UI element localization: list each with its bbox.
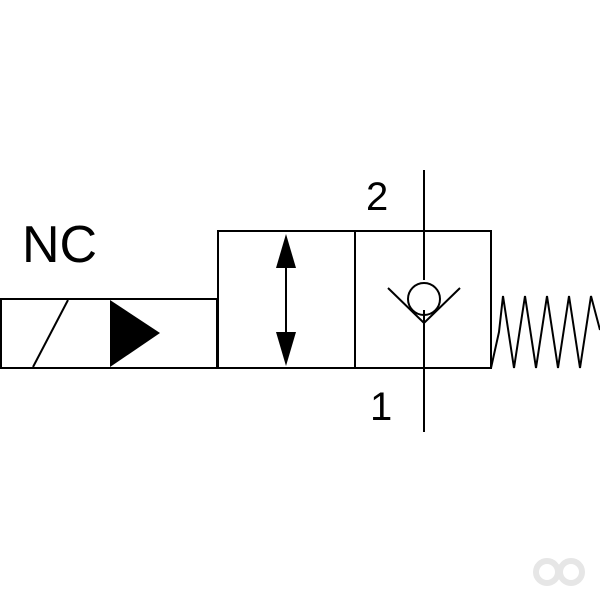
spring-icon (490, 295, 600, 369)
solenoid-actuator (0, 298, 218, 369)
check-seat-icon (387, 287, 461, 325)
arrow-up-icon (276, 234, 296, 268)
check-ball-icon (407, 282, 441, 316)
arrow-down-icon (276, 332, 296, 366)
port-1-label: 1 (370, 385, 392, 429)
solenoid-housing (0, 298, 218, 369)
port-2-label: 2 (366, 175, 388, 219)
flow-envelope (217, 230, 356, 369)
nc-label: NC (22, 216, 97, 274)
check-envelope (354, 170, 492, 432)
linked-rings-logo-icon (533, 558, 585, 586)
solenoid-arrow-icon (110, 300, 160, 367)
solenoid-coil-slash (32, 299, 69, 368)
